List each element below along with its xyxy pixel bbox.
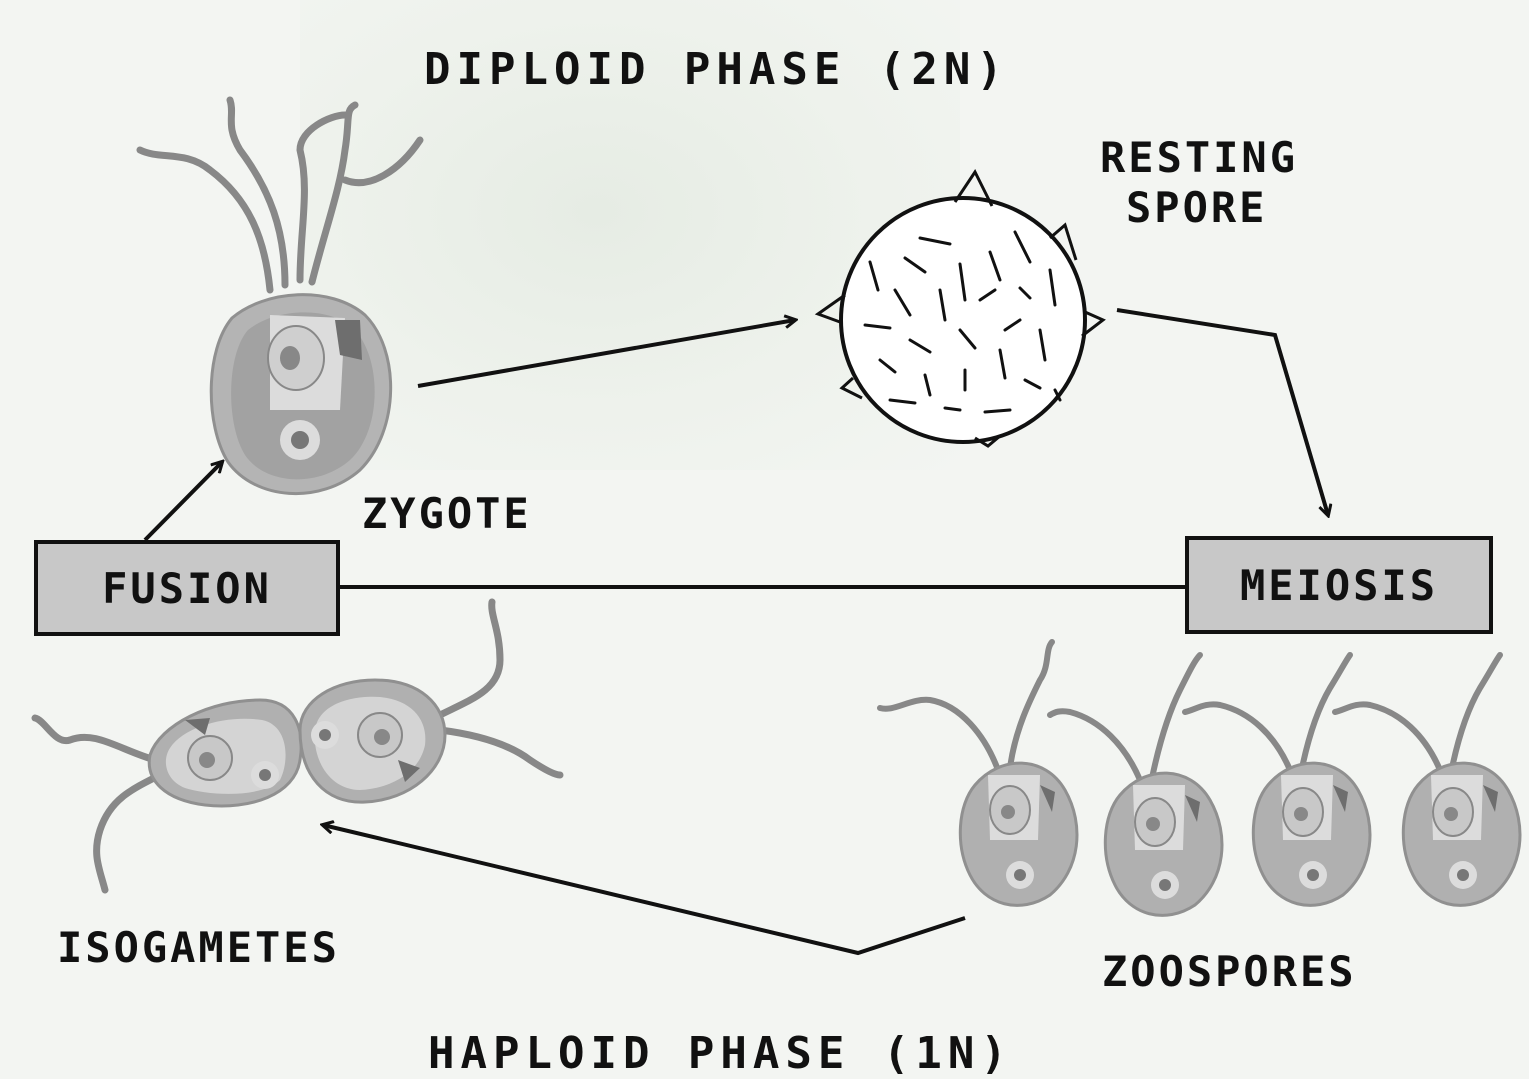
resting-spore-label-line2: SPORE <box>1126 184 1267 232</box>
meiosis-label: MEIOSIS <box>1240 561 1438 610</box>
isogametes-label: ISOGAMETES <box>57 924 340 972</box>
zygote-label: ZYGOTE <box>362 490 532 538</box>
haploid-phase-title: HAPLOID PHASE (1N) <box>428 1028 1013 1079</box>
zoospore-1 <box>880 642 1077 905</box>
zygote-cell <box>140 100 420 494</box>
meiosis-box: MEIOSIS <box>1185 536 1493 634</box>
arrow-zygote-to-spore <box>418 320 795 386</box>
resting-spore-label-line1: RESTING <box>1100 134 1298 182</box>
zoospores-label: ZOOSPORES <box>1102 948 1357 996</box>
resting-spore <box>818 172 1103 446</box>
arrow-fusion-to-zygote <box>145 462 222 540</box>
isogametes-cells <box>35 602 560 890</box>
diploid-phase-title: DIPLOID PHASE (2N) <box>424 44 1009 95</box>
zoospore-cells <box>880 642 1520 915</box>
zygote-flagella <box>140 100 420 290</box>
fusion-label: FUSION <box>102 564 272 613</box>
arrow-zoospores-to-isogametes <box>323 825 965 953</box>
arrow-spore-to-meiosis <box>1117 310 1328 515</box>
fusion-box: FUSION <box>34 540 340 636</box>
zoospore-2 <box>1050 655 1222 915</box>
